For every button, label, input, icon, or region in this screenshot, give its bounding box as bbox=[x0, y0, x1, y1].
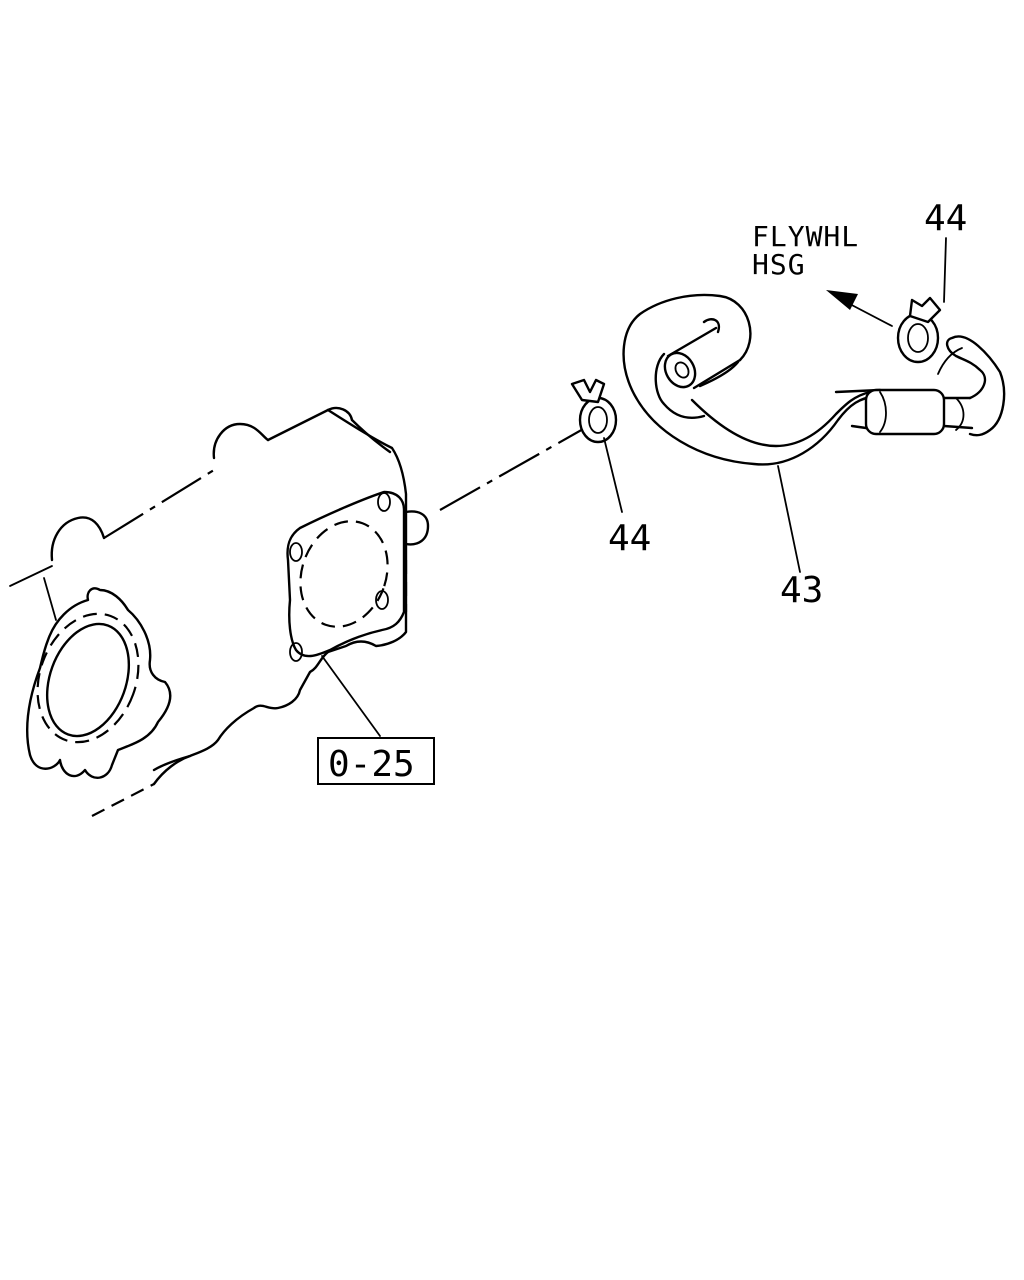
coolant-hose bbox=[622, 293, 1006, 573]
clamp-lower bbox=[570, 378, 623, 513]
direction-label-line1: FLYWHL bbox=[752, 220, 859, 253]
reference-code: 0-25 bbox=[328, 744, 415, 785]
direction-arrow bbox=[826, 290, 893, 327]
callout-44-upper: 44 bbox=[924, 198, 967, 239]
direction-label-line2: HSG bbox=[752, 248, 806, 281]
callout-43: 43 bbox=[780, 570, 823, 611]
callout-44-lower: 44 bbox=[608, 518, 651, 559]
clamp-upper bbox=[896, 237, 947, 364]
reference-label bbox=[317, 655, 435, 785]
engine-block bbox=[9, 406, 430, 817]
centerline bbox=[439, 423, 593, 511]
